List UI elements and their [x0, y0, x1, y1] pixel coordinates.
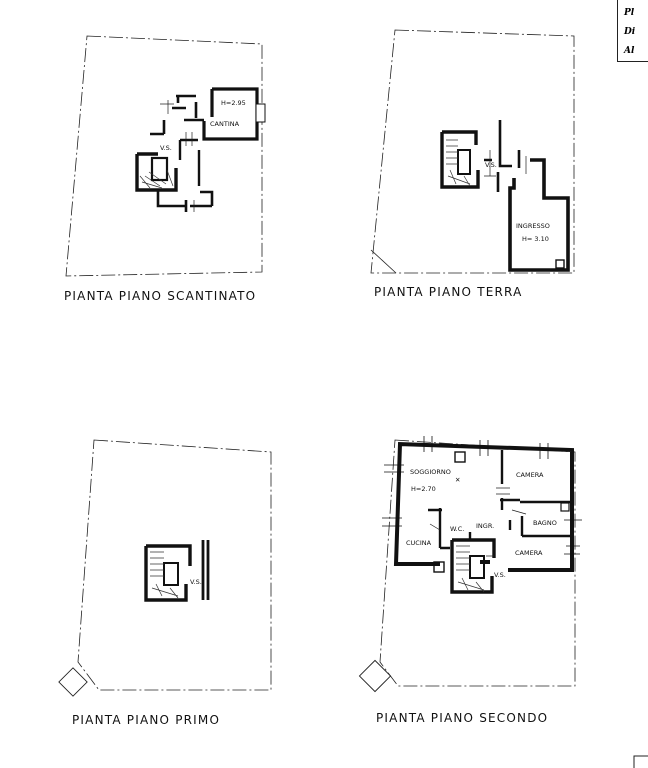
- stair-enclosure: [144, 544, 192, 602]
- window: [255, 103, 266, 123]
- title-block-line-1: Pl: [624, 8, 635, 18]
- wall: [393, 442, 574, 572]
- plan-terra: V.S. INGRESSO H= 3.10 PIANTA PIANO TERRA: [370, 29, 575, 299]
- entrance-column: [555, 259, 565, 269]
- stair-treads: [446, 139, 471, 187]
- wall: [150, 94, 204, 136]
- wall: [178, 138, 201, 186]
- room-label-wc: W.C.: [450, 525, 464, 533]
- stair-core: [150, 156, 169, 182]
- lot-boundary: [65, 35, 263, 277]
- height-label: H=2.70: [411, 485, 436, 493]
- plan-title: PIANTA PIANO TERRA: [374, 285, 523, 299]
- plan-title: PIANTA PIANO PRIMO: [72, 713, 220, 727]
- chimney-flue: [433, 561, 445, 573]
- chimney-flue: [454, 451, 466, 463]
- room-label-camera: CAMERA: [515, 549, 543, 557]
- title-block: Pl Di Al: [617, 0, 648, 62]
- stair-enclosure: [440, 130, 480, 189]
- stair-core: [469, 555, 485, 579]
- stair-core: [457, 149, 471, 175]
- chimney-flue: [560, 502, 570, 512]
- plan-primo: V.S. PIANTA PIANO PRIMO: [58, 439, 272, 727]
- stair-vs-label: V.S.: [494, 571, 506, 579]
- room-label-ingresso: INGR.: [476, 522, 494, 530]
- height-label: H= 3.10: [522, 235, 549, 243]
- title-block-line-3: Al: [624, 46, 635, 56]
- height-label: H=2.95: [221, 99, 246, 107]
- plan-title: PIANTA PIANO SECONDO: [376, 711, 548, 725]
- door: [484, 150, 527, 177]
- wall: [201, 540, 210, 600]
- wall: [156, 190, 214, 212]
- corner-marker: [58, 667, 88, 697]
- corner-marker: [358, 659, 392, 693]
- plan-title: PIANTA PIANO SCANTINATO: [64, 289, 256, 303]
- stair-vs-label: V.S.: [485, 161, 497, 169]
- stair-enclosure: [450, 538, 496, 594]
- stair-treads: [456, 545, 485, 593]
- lot-corner-chamfer: [370, 249, 397, 274]
- lot-boundary: [77, 439, 272, 691]
- stair-vs-label: V.S.: [160, 144, 172, 152]
- stair-core: [163, 562, 179, 586]
- wall: [508, 158, 570, 272]
- room-label-camera: CAMERA: [516, 471, 544, 479]
- room-label-ingresso: INGRESSO: [516, 222, 550, 230]
- wall: [428, 450, 572, 550]
- room-label-cucina: CUCINA: [406, 539, 432, 547]
- room-label-cantina: CANTINA: [210, 120, 240, 128]
- plan-scantinato: H=2.95 CANTINA V.S. PIANTA PIANO SCANTIN…: [64, 35, 266, 303]
- wall: [484, 120, 521, 192]
- column-mark: ✕: [455, 476, 460, 484]
- window: [382, 436, 582, 555]
- title-block-line-2: Di: [624, 27, 636, 37]
- plan-secondo: ✕ SOGGIORNO H=2.70 CAMERA BAGNO CAMERA C…: [358, 436, 582, 725]
- stair-treads: [139, 169, 174, 189]
- door: [429, 487, 527, 557]
- lot-boundary: [370, 29, 575, 274]
- wall: [202, 87, 259, 141]
- stair-treads: [150, 551, 179, 599]
- stair-enclosure: [135, 152, 178, 192]
- stair-vs-label: V.S.: [190, 578, 202, 586]
- room-label-soggiorno: SOGGIORNO: [410, 468, 451, 476]
- sheet-edge-mark: [633, 755, 648, 768]
- room-label-bagno: BAGNO: [533, 519, 557, 527]
- door: [160, 100, 195, 212]
